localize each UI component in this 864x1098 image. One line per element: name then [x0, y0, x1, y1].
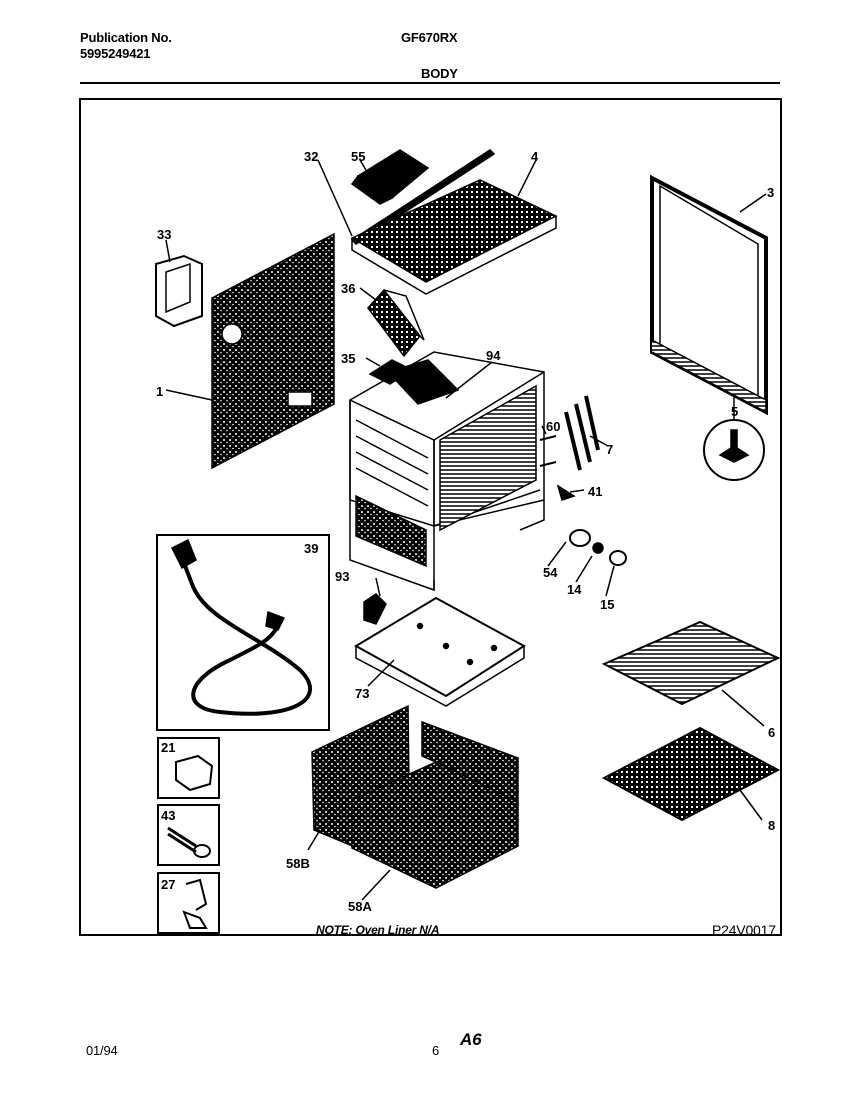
callout-73: 73 — [355, 686, 369, 701]
part-60-pin — [539, 435, 557, 467]
diagram-frame — [79, 98, 782, 936]
inset-39-power-cord — [156, 534, 330, 731]
callout-14: 14 — [567, 582, 582, 597]
inset-21-clip — [157, 737, 220, 799]
header-rule — [80, 82, 780, 84]
part-33-junction-box — [155, 254, 203, 328]
inset-43-screw — [157, 804, 220, 866]
part-6-oven-rack — [601, 620, 781, 706]
footer-page-number: 6 — [432, 1043, 440, 1058]
inset-27-bracket — [157, 872, 220, 934]
part-39-power-cord — [180, 557, 313, 716]
section-title: BODY — [421, 66, 458, 81]
part-32-strip — [350, 149, 496, 245]
callout-36: 36 — [341, 281, 355, 296]
part-14-spacer — [592, 542, 604, 554]
callout-60: 60 — [546, 419, 560, 434]
publication-label: Publication No. — [80, 30, 172, 45]
part-54-knob — [569, 529, 591, 547]
footer-date: 01/94 — [86, 1043, 118, 1058]
part-1-back-panel — [211, 232, 335, 470]
part-15-knob-cap — [609, 550, 627, 566]
callout-54: 54 — [543, 565, 558, 580]
callout-93: 93 — [335, 569, 349, 584]
part-41-clip — [556, 484, 576, 501]
part-43-screw-icon — [167, 826, 197, 854]
callout-94: 94 — [486, 348, 501, 363]
callout-21: 21 — [161, 740, 175, 755]
callout-8: 8 — [768, 818, 775, 833]
footer-page-mark: A6 — [460, 1030, 482, 1049]
callout-58b: 58B — [286, 856, 310, 871]
part-27-bracket-icon — [182, 878, 208, 929]
callout-5: 5 — [731, 404, 738, 419]
callout-55: 55 — [351, 149, 365, 164]
publication-number: 5995249421 — [80, 46, 151, 61]
part-7-rods — [564, 395, 600, 471]
callout-4: 4 — [531, 149, 539, 164]
diagram-code: P24V0017 — [712, 922, 776, 938]
callout-39: 39 — [304, 541, 318, 556]
callout-32: 32 — [304, 149, 318, 164]
callout-27: 27 — [161, 877, 175, 892]
callout-15: 15 — [600, 597, 614, 612]
callout-41: 41 — [588, 484, 602, 499]
callout-35: 35 — [341, 351, 355, 366]
callout-58a: 58A — [348, 899, 372, 914]
callout-43: 43 — [161, 808, 175, 823]
callout-7: 7 — [606, 442, 613, 457]
callout-33: 33 — [157, 227, 171, 242]
oven-liner-note: NOTE: Oven Liner N/A — [316, 923, 440, 937]
callout-3: 3 — [767, 185, 774, 200]
callout-6: 6 — [768, 725, 775, 740]
model-number: GF670RX — [401, 30, 458, 45]
part-35-bracket — [368, 359, 414, 385]
callout-1: 1 — [156, 384, 163, 399]
part-93-switch — [363, 593, 387, 625]
part-21-clip-icon — [175, 754, 214, 792]
part-8-broil-pan — [601, 726, 781, 822]
